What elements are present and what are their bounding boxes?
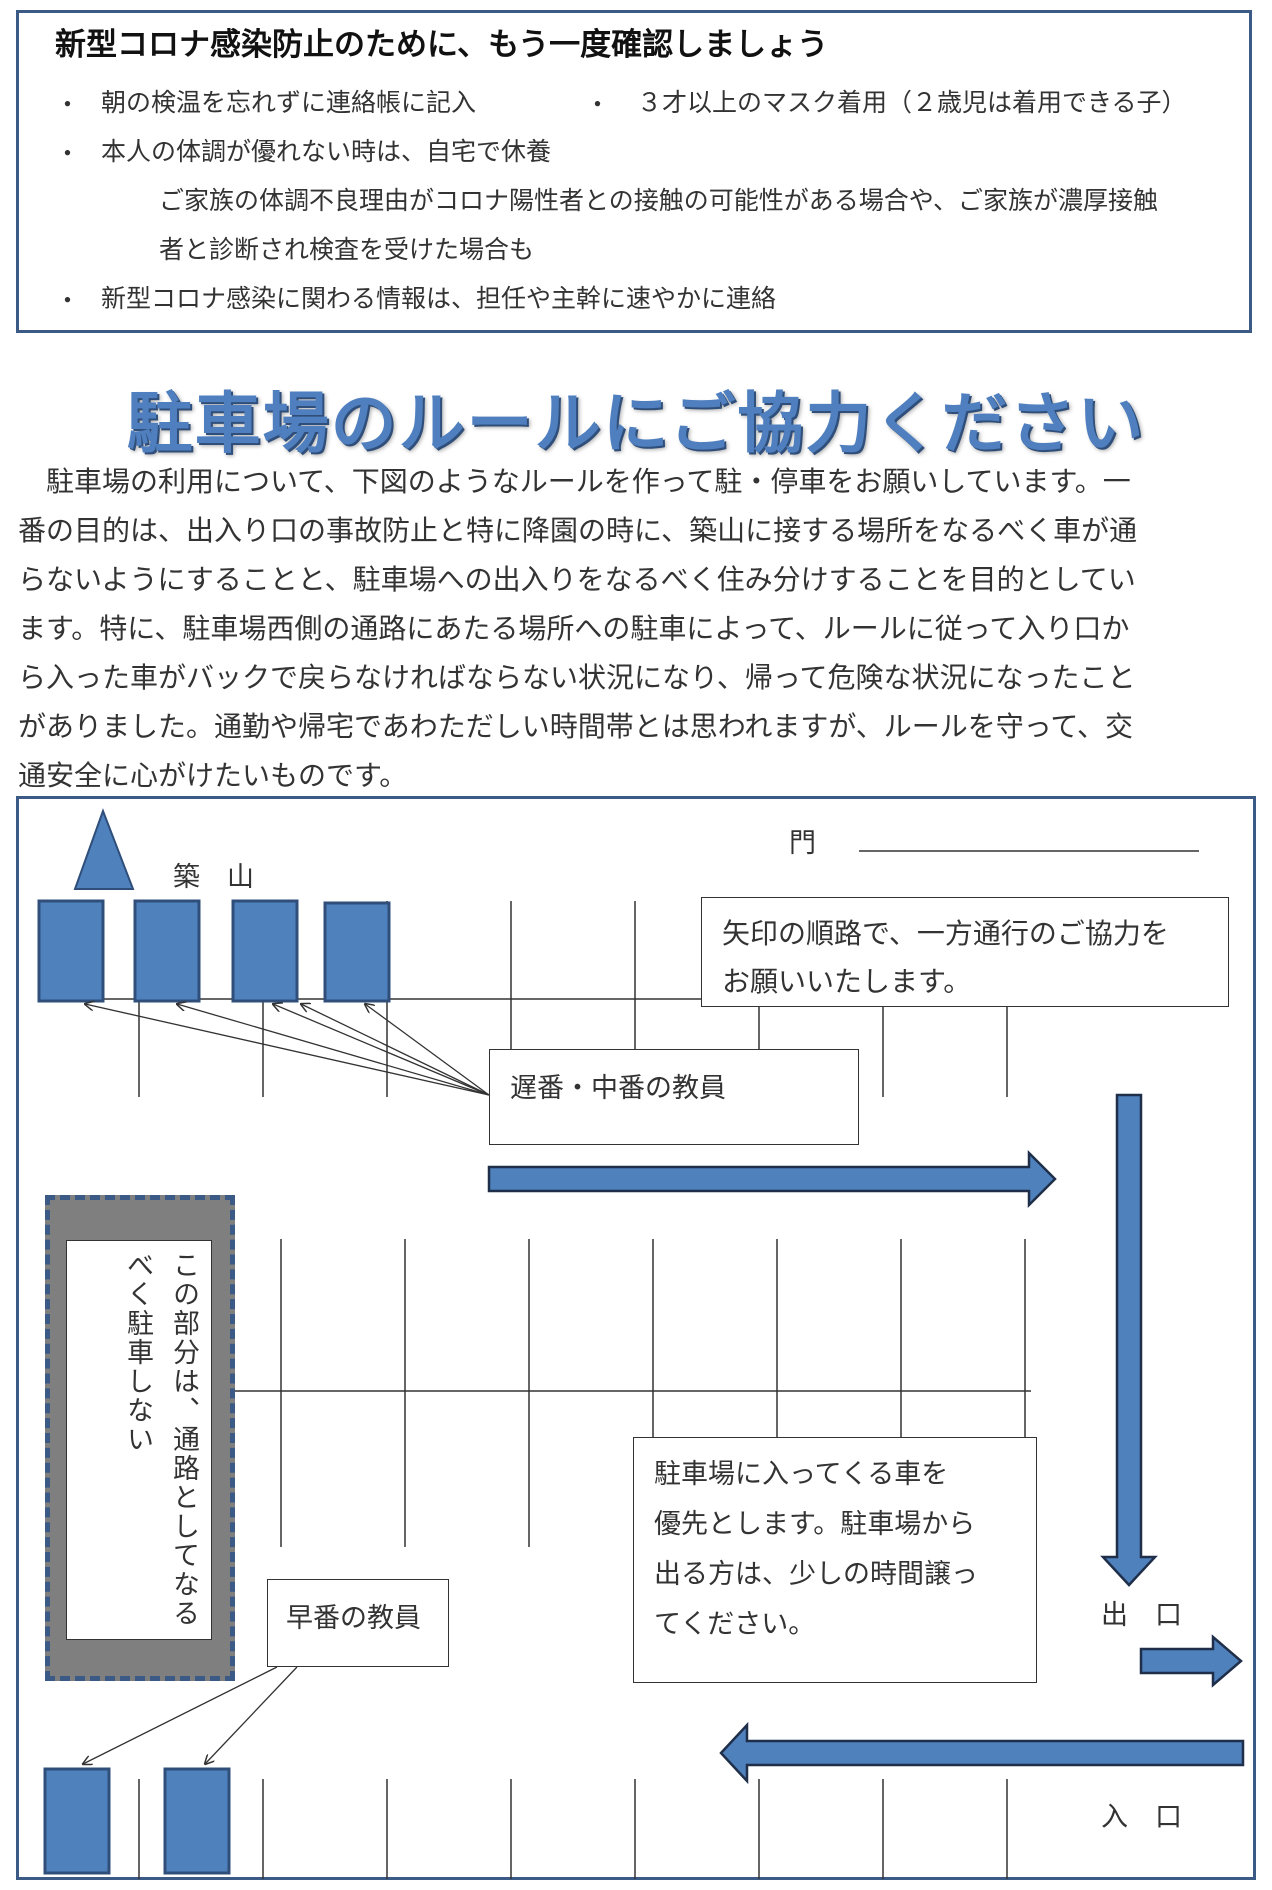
pointer-arrows: [85, 1004, 490, 1096]
covid-notice-box: 新型コロナ感染防止のために、もう一度確認しましょう ・ 朝の検温を忘れずに連絡帳…: [16, 10, 1252, 333]
late-teachers-box: 遅番・中番の教員: [489, 1049, 859, 1145]
priority-notice-text: てください。: [654, 1609, 816, 1640]
paragraph-line: らないようにすることと、駐車場への出入りをなるべく住み分けすることを目的としてい: [18, 563, 1136, 596]
no-parking-text: べく駐車しない: [122, 1251, 153, 1454]
priority-notice-text: 出る方は、少しの時間譲っ: [654, 1559, 978, 1590]
paragraph-line: 通安全に心がけたいものです。: [18, 759, 408, 792]
bullet-icon: ・: [55, 286, 81, 315]
flow-arrow-left-icon: [719, 1721, 1245, 1785]
parking-lot-diagram: 築 山 門 矢印の順路で、一方通行のご協力を お願いいたします。 遅番・中番の教…: [16, 796, 1256, 1880]
notice-item-detail: ご家族の体調不良理由がコロナ陽性者との接触の可能性がある場合や、ご家族が濃厚接触: [159, 186, 1159, 215]
no-parking-note: この部分は、通路としてなる べく駐車しない: [66, 1240, 212, 1640]
car-icon: [163, 1767, 231, 1875]
paragraph-line: 駐車場の利用について、下図のようなルールを作って駐・停車をお願いしています。一: [18, 465, 1131, 498]
bullet-icon: ・: [55, 90, 81, 119]
early-teachers-label: 早番の教員: [286, 1603, 421, 1634]
notice-title: 新型コロナ感染防止のために、もう一度確認しましょう: [55, 27, 829, 63]
flow-arrow-right-icon: [487, 1149, 1057, 1209]
exit-arrow-right-icon: [1139, 1634, 1243, 1688]
paragraph-line: がありました。通勤や帰宅であわただしい時間帯とは思われますが、ルールを守って、交: [18, 710, 1133, 743]
late-teachers-label: 遅番・中番の教員: [510, 1073, 726, 1104]
car-icon: [133, 899, 201, 1003]
bullet-icon: ・: [55, 139, 81, 168]
exit-label: 出 口: [1101, 1600, 1182, 1631]
no-parking-zone: この部分は、通路としてなる べく駐車しない: [45, 1195, 235, 1681]
tsukiyama-label: 築 山: [173, 862, 254, 893]
one-way-notice-text: 矢印の順路で、一方通行のご協力を: [722, 917, 1169, 950]
bullet-icon: ・: [585, 90, 611, 119]
notice-item-report: 新型コロナ感染に関わる情報は、担任や主幹に速やかに連絡: [101, 284, 777, 313]
priority-notice-box: 駐車場に入ってくる車を 優先とします。駐車場から 出る方は、少しの時間譲っ てく…: [633, 1437, 1037, 1683]
paragraph-line: ます。特に、駐車場西側の通路にあたる場所への駐車によって、ルールに従って入り口か: [18, 612, 1130, 645]
parking-stall-dividers: [138, 1779, 1008, 1879]
entrance-label: 入 口: [1101, 1802, 1182, 1833]
car-icon: [323, 901, 391, 1003]
priority-notice-text: 優先とします。駐車場から: [654, 1509, 976, 1540]
one-way-notice-box: 矢印の順路で、一方通行のご協力を お願いいたします。: [701, 897, 1229, 1007]
priority-notice-text: 駐車場に入ってくる車を: [654, 1459, 949, 1490]
paragraph-line: ら入った車がバックで戻らなければならない状況になり、帰って危険な状況になったこと: [18, 661, 1136, 694]
pointer-arrows: [83, 1666, 298, 1764]
car-icon: [37, 899, 105, 1003]
notice-item-temperature: 朝の検温を忘れずに連絡帳に記入: [101, 88, 477, 117]
no-parking-text: この部分は、通路としてなる: [168, 1251, 199, 1628]
paragraph-line: 番の目的は、出入り口の事故防止と特に降園の時に、築山に接する場所をなるべく車が通: [18, 514, 1138, 547]
notice-item-detail: 者と診断され検査を受けた場合も: [159, 235, 535, 264]
notice-item-mask: ３才以上のマスク着用（２歳児は着用できる子）: [637, 88, 1187, 117]
notice-item-rest-at-home: 本人の体調が優れない時は、自宅で休養: [101, 137, 552, 166]
page-title: 駐車場のルールにご協力ください: [126, 385, 1146, 462]
flow-arrow-down-icon: [1100, 1093, 1158, 1587]
car-icon: [231, 899, 299, 1003]
early-teachers-box: 早番の教員: [267, 1579, 449, 1667]
tsukiyama-triangle-icon: [73, 808, 135, 890]
one-way-notice-text: お願いいたします。: [722, 965, 972, 998]
gate-label: 門: [789, 828, 816, 859]
car-icon: [43, 1767, 111, 1875]
